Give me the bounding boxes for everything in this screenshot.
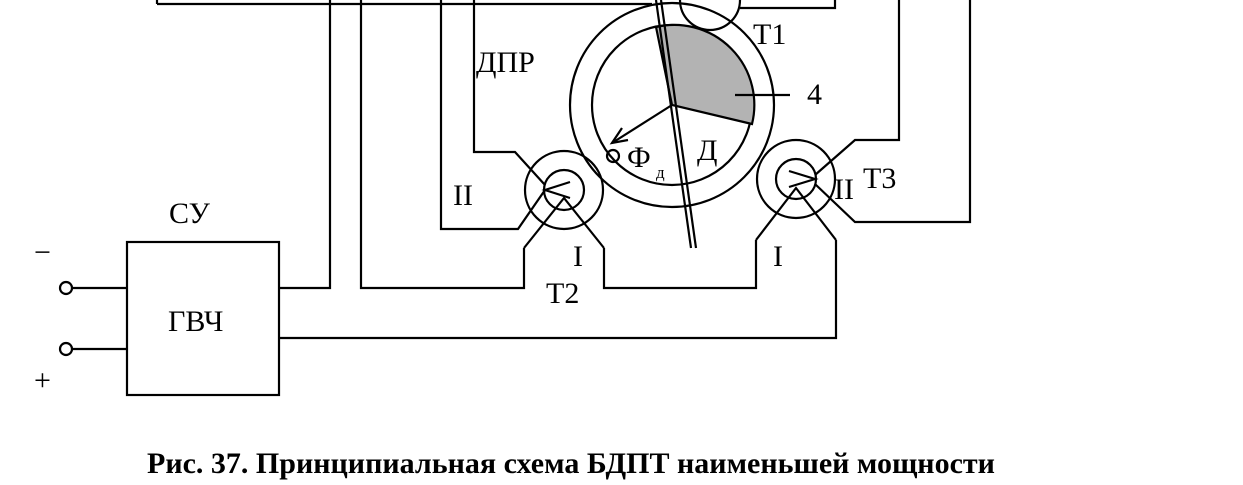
wire-t3-winding-ii-right bbox=[814, 0, 972, 224]
coil-t1-outer bbox=[678, 0, 742, 32]
rotor-radius-line bbox=[611, 104, 673, 144]
motor-stator-outer-ring bbox=[568, 1, 776, 209]
wire-t1-right bbox=[740, 0, 837, 10]
wire-t3-winding-i-right bbox=[279, 240, 838, 340]
coil-t3-winding-ii bbox=[788, 169, 819, 189]
wire-t2-winding-ii-left bbox=[439, 0, 546, 231]
label-t2: Т2 bbox=[546, 277, 579, 310]
control-unit-box bbox=[125, 240, 281, 397]
label-minus: − bbox=[34, 236, 51, 269]
shaft-line-b bbox=[659, 0, 698, 249]
label-winding-ii-right: II bbox=[834, 173, 854, 206]
wiring bbox=[155, 0, 972, 340]
coil-t3-inner bbox=[774, 157, 818, 201]
shaft-line-a bbox=[654, 0, 693, 249]
coil-t2-winding-ii bbox=[541, 180, 571, 200]
label-d: Д bbox=[697, 134, 717, 167]
flux-arrow-head bbox=[609, 127, 629, 145]
terminal-minus-circle bbox=[58, 280, 74, 296]
wire-dpr-lead bbox=[472, 0, 546, 186]
labels: Т1 ДПР 4 Д Ф д II II Т3 I I Т2 СУ ГВЧ − … bbox=[34, 18, 896, 397]
coil-t2-winding-i bbox=[523, 196, 605, 249]
label-t1: Т1 bbox=[753, 18, 786, 51]
rotor-sector bbox=[654, 23, 756, 126]
label-plus: + bbox=[34, 364, 51, 397]
coil-t2-outer bbox=[523, 149, 605, 231]
motor bbox=[568, 0, 776, 249]
terminal-plus-circle bbox=[58, 341, 74, 357]
coil-t2-inner bbox=[542, 168, 586, 212]
label-phi: Ф bbox=[627, 141, 651, 174]
coil-t2 bbox=[523, 149, 605, 249]
coil-t3-outer bbox=[755, 138, 837, 220]
label-su: СУ bbox=[169, 197, 211, 230]
wire-t2-winding-i-left bbox=[359, 0, 526, 290]
label-dpr: ДПР bbox=[476, 46, 535, 79]
flux-point-circle bbox=[605, 148, 621, 164]
wire-t3-winding-ii-up bbox=[814, 0, 901, 176]
label-winding-i-left: I bbox=[573, 240, 583, 273]
input-terminals bbox=[58, 280, 127, 357]
label-gvch: ГВЧ bbox=[168, 305, 223, 338]
label-winding-ii-left: II bbox=[453, 179, 473, 212]
label-t3: Т3 bbox=[863, 162, 896, 195]
wire-t2-to-t3-winding-i bbox=[602, 240, 758, 290]
wire-gvch-out-1 bbox=[279, 0, 332, 290]
coil-t3 bbox=[755, 138, 837, 241]
label-rotor-sector: 4 bbox=[807, 78, 822, 111]
label-winding-i-right: I bbox=[773, 240, 783, 273]
coil-t3-winding-i bbox=[755, 186, 837, 241]
figure-caption: Рис. 37. Принципиальная схема БДПТ наиме… bbox=[147, 447, 995, 480]
label-phi-subscript: д bbox=[656, 163, 665, 182]
